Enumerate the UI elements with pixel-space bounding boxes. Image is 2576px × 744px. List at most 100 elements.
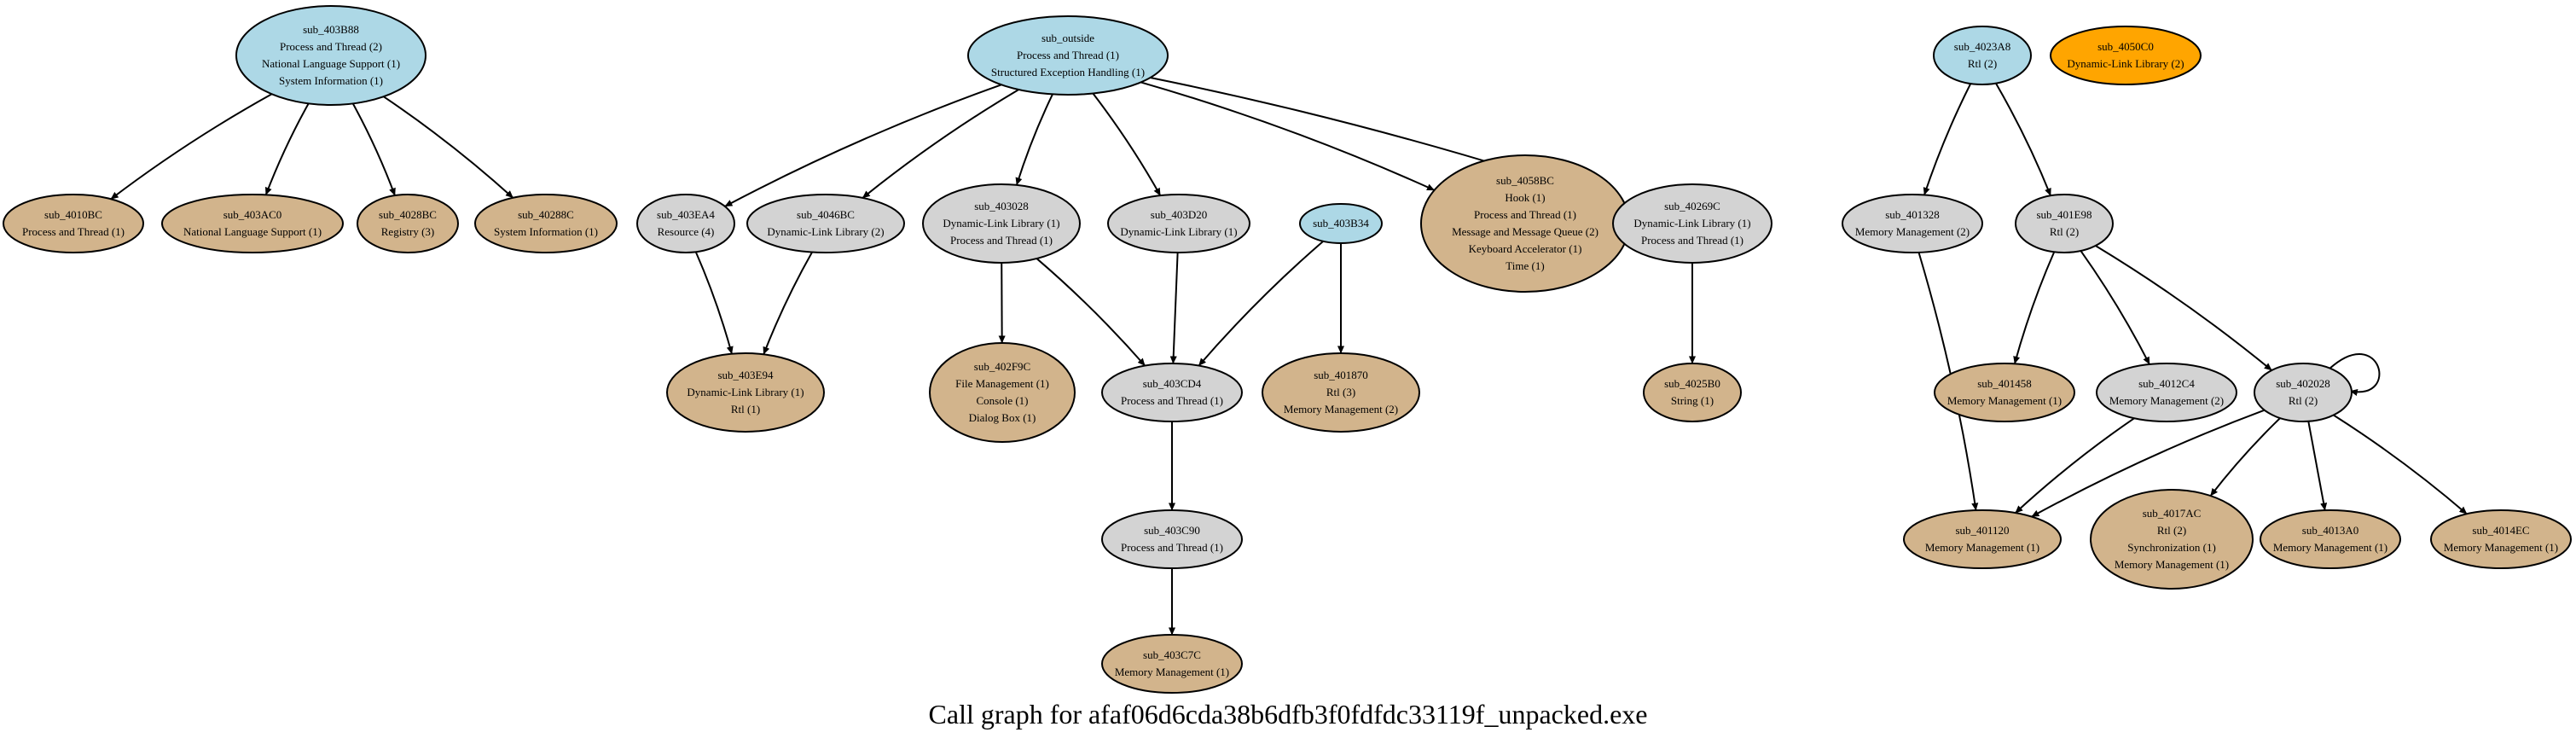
- call-edge: [351, 102, 396, 196]
- api-category-label: Memory Management (1): [1947, 394, 2062, 407]
- function-name-label: sub_4025B0: [1664, 377, 1720, 390]
- function-node-ellipse: [1101, 509, 1243, 569]
- api-category-label: Structured Exception Handling (1): [991, 66, 1145, 78]
- call-edge: [1169, 252, 1179, 364]
- function-node: sub_403B34: [1299, 203, 1383, 244]
- call-edge: [2013, 251, 2056, 364]
- api-category-label: Console (1): [976, 394, 1028, 407]
- api-category-label: Dynamic-Link Library (1): [1633, 217, 1750, 230]
- function-node-ellipse: [1101, 634, 1243, 694]
- function-node: sub_402F9C File Management (1) Console (1)…: [929, 342, 1076, 443]
- function-node-ellipse: [967, 15, 1169, 96]
- api-category-label: Memory Management (2): [1855, 225, 1970, 238]
- function-node-ellipse: [2254, 363, 2353, 422]
- api-category-label: Resource (4): [658, 225, 715, 238]
- api-category-label: Process and Thread (1): [950, 234, 1053, 247]
- api-category-label: Rtl (2): [2050, 225, 2079, 238]
- api-category-label: Process and Thread (1): [1641, 234, 1743, 247]
- function-node-ellipse: [1612, 183, 1772, 264]
- api-category-label: String (1): [1671, 394, 1714, 407]
- function-node-ellipse: [1934, 363, 2075, 422]
- function-name-label: sub_403028: [974, 200, 1029, 212]
- api-category-label: Dialog Box (1): [969, 411, 1036, 424]
- function-name-label: sub_40269C: [1664, 200, 1720, 212]
- function-name-label: sub_401E98: [2037, 208, 2092, 221]
- api-category-label: Dynamic-Link Library (1): [1120, 225, 1237, 238]
- api-category-label: Rtl (3): [1326, 386, 1355, 398]
- function-name-label: sub_403E94: [718, 369, 775, 381]
- function-node-ellipse: [2015, 194, 2114, 253]
- function-node-ellipse: [161, 194, 344, 253]
- api-category-label: File Management (1): [955, 377, 1049, 390]
- api-category-label: Memory Management (1): [2115, 558, 2229, 571]
- function-node-ellipse: [1903, 509, 2062, 569]
- function-node-ellipse: [1933, 26, 2032, 85]
- call-edge: [694, 251, 734, 355]
- function-name-label: sub_403AC0: [223, 208, 282, 221]
- call-edge: [1092, 92, 1162, 196]
- function-node-ellipse: [636, 194, 735, 253]
- function-name-label: sub_4023A8: [1954, 40, 2010, 53]
- api-category-label: Process and Thread (2): [280, 40, 382, 53]
- function-node-ellipse: [666, 352, 825, 433]
- function-node-ellipse: [746, 194, 905, 253]
- api-category-label: System Information (1): [494, 225, 598, 238]
- call-edge: [862, 89, 1019, 199]
- function-node: sub_40269C Dynamic-Link Library (1) Proces…: [1612, 183, 1772, 264]
- graph-title: Call graph for afaf06d6cda38b6dfb3f0fdfd…: [929, 699, 1648, 729]
- call-edge: [1140, 81, 1435, 191]
- call-edge: [2080, 250, 2150, 365]
- api-category-label: Process and Thread (1): [22, 225, 125, 238]
- call-edge: [2209, 417, 2281, 497]
- api-category-label: Memory Management (1): [1925, 541, 2039, 554]
- api-category-label: National Language Support (1): [183, 225, 322, 238]
- api-category-label: Time (1): [1506, 259, 1544, 272]
- api-category-label: Rtl (2): [1968, 57, 1997, 70]
- call-edge: [763, 251, 813, 355]
- call-edge: [1015, 94, 1053, 186]
- function-node-ellipse: [2090, 489, 2254, 590]
- function-name-label: sub_401458: [1977, 377, 2032, 390]
- function-name-label: sub_401120: [1955, 524, 2009, 537]
- call-edge: [2095, 245, 2272, 371]
- api-category-label: Process and Thread (1): [1017, 49, 1119, 61]
- api-category-label: Keyboard Accelerator (1): [1469, 242, 1582, 255]
- function-node-ellipse: [922, 183, 1081, 264]
- function-name-label: sub_4046BC: [797, 208, 855, 221]
- function-name-label: sub_403CD4: [1143, 377, 1202, 390]
- call-edge: [1198, 240, 1324, 367]
- function-name-label: sub_403C7C: [1143, 648, 1201, 661]
- function-name-label: sub_403B34: [1313, 217, 1369, 230]
- api-category-label: Memory Management (1): [2273, 541, 2387, 554]
- api-category-label: Synchronization (1): [2127, 541, 2216, 554]
- api-category-label: Process and Thread (1): [1121, 394, 1223, 407]
- function-node-ellipse: [3, 194, 144, 253]
- call-edge: [2031, 409, 2266, 518]
- function-node-ellipse: [1262, 352, 1420, 433]
- function-name-label: sub_4050C0: [2097, 40, 2154, 53]
- api-category-label: Message and Message Queue (2): [1452, 225, 1598, 238]
- function-name-label: sub_402F9C: [974, 360, 1030, 373]
- api-category-label: Rtl (2): [2157, 524, 2186, 537]
